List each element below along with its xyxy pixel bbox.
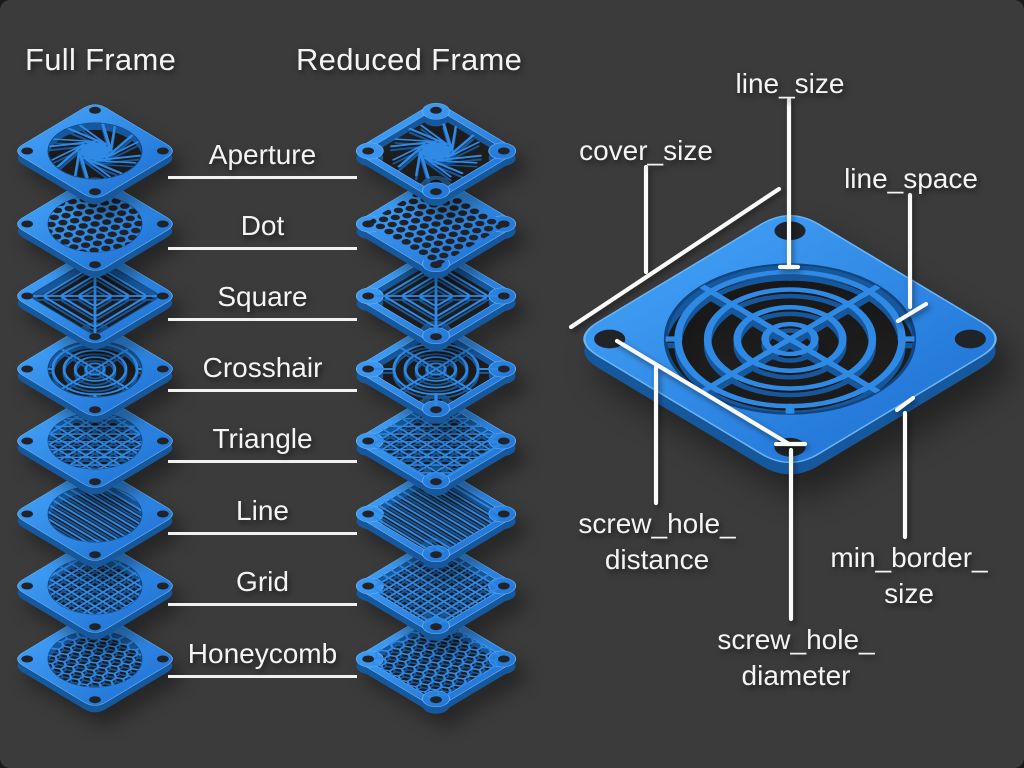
pattern-row-grid: Grid: [168, 560, 357, 606]
fan-cover-full-crosshair-large: [583, 214, 997, 475]
pattern-label: Square: [217, 281, 308, 312]
pattern-label: Honeycomb: [187, 638, 338, 669]
full-frame-title: Full Frame: [25, 42, 177, 77]
reduced-frame-title: Reduced Frame: [296, 42, 523, 77]
pattern-row-crosshair: Crosshair: [168, 346, 357, 392]
fan-cover-reduced-aperture: [355, 102, 517, 206]
pattern-label: Aperture: [208, 139, 317, 170]
fan-cover-reduced-crosshair: [355, 320, 517, 424]
fan-cover-full-square: [17, 249, 173, 350]
pattern-label: Grid: [236, 566, 289, 597]
annotation-label-screw-hole-distance: screw_hole_ distance: [578, 508, 736, 575]
annotation-label-cover-size: cover_size: [579, 135, 713, 166]
fan-cover-full-triangle: [17, 394, 173, 495]
pattern-row-line: Line: [168, 489, 357, 535]
pattern-label: Triangle: [212, 423, 313, 454]
fan-cover-full-dot: [17, 177, 173, 278]
annotation-label-line-size: line_size: [735, 68, 845, 99]
annotation-label-line-space: line_space: [844, 163, 978, 194]
pattern-row-square: Square: [168, 275, 357, 321]
fan-cover-reduced-dot: [355, 175, 517, 279]
fan-cover-reduced-square: [355, 247, 517, 351]
pattern-label: Line: [236, 495, 289, 526]
fan-cover-full-line: [17, 467, 173, 568]
fan-cover-reduced-line: [355, 465, 517, 569]
fan-cover-reduced-honeycomb: [355, 610, 517, 714]
annotation-label-screw-hole-diameter: screw_hole_ diameter: [717, 624, 875, 691]
fan-cover-full-honeycomb: [17, 612, 173, 713]
pattern-label: Crosshair: [202, 352, 323, 383]
pattern-label: Dot: [240, 210, 285, 241]
fan-cover-reduced-triangle: [355, 392, 517, 496]
pattern-row-dot: Dot: [168, 204, 357, 250]
fan-cover-full-crosshair: [17, 322, 173, 423]
fan-cover-full-grid: [17, 539, 173, 640]
pattern-row-triangle: Triangle: [168, 417, 357, 463]
pattern-row-aperture: Aperture: [168, 133, 357, 179]
pattern-row-honeycomb: Honeycomb: [168, 632, 357, 678]
annotation-label-min-border-size: min_border_ size: [830, 542, 988, 609]
fan-cover-full-aperture: [17, 104, 173, 205]
fan-cover-reduced-grid: [355, 537, 517, 641]
